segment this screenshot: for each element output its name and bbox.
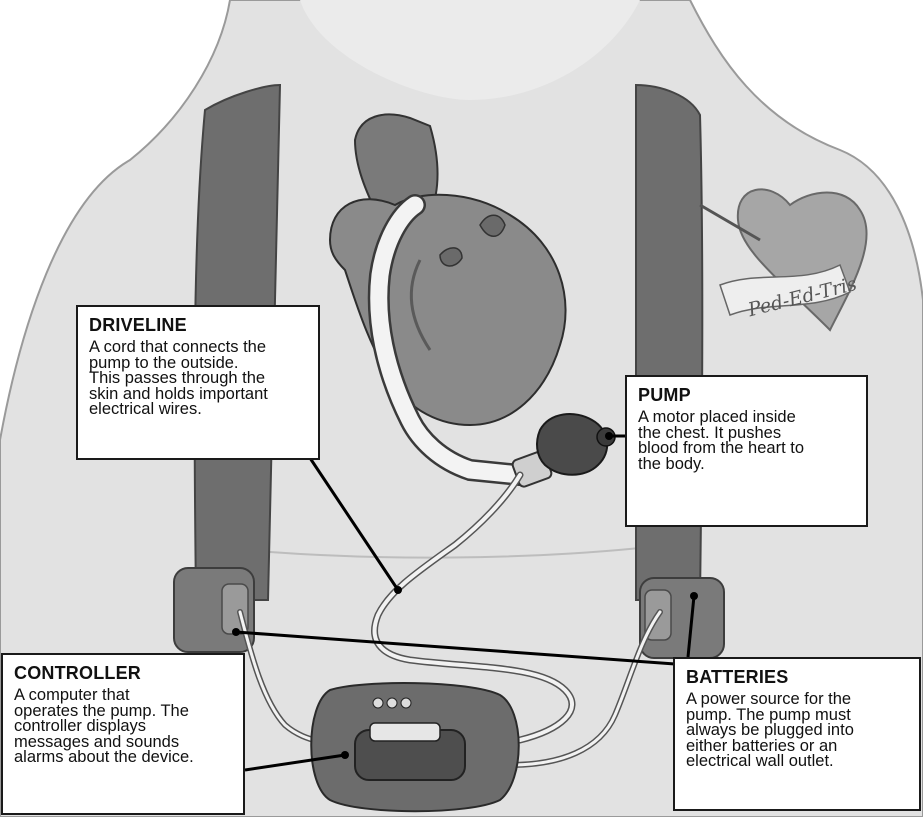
pump-callout: PUMP A motor placed inside the chest. It…: [625, 375, 868, 527]
batteries-line-4: either batteries or an: [686, 736, 838, 755]
driveline-line-5: electrical wires.: [89, 400, 202, 418]
controller-leader-dot: [341, 751, 349, 759]
batteries-leader-left-dot: [232, 628, 240, 636]
aorta: [353, 113, 439, 222]
driveline-title: DRIVELINE: [89, 315, 187, 335]
controller-line-5: alarms about the device.: [14, 748, 194, 766]
driveline-line-1: A cord that connects the: [89, 338, 267, 356]
driveline-line-3: This passes through the: [89, 369, 266, 387]
pump-line-4: the body.: [638, 454, 705, 473]
pump-description: A motor placed inside the chest. It push…: [638, 408, 856, 473]
controller-description: A computer that operates the pump. The c…: [14, 686, 233, 766]
controller-button-1: [372, 697, 384, 709]
driveline-callout: DRIVELINE A cord that connects the pump …: [76, 305, 320, 460]
batteries-line-1: A power source for the: [686, 690, 852, 708]
controller-screen: [369, 722, 441, 742]
controller-line-2: operates the pump. The: [14, 701, 189, 720]
controller-device: [310, 682, 520, 813]
neck-shading: [300, 0, 640, 100]
controller-button-3: [400, 697, 412, 709]
pump-leader-dot: [605, 432, 613, 440]
driveline-cable-fill: [372, 473, 574, 742]
pump-housing: [536, 413, 608, 476]
driveline-leader-dot: [394, 586, 402, 594]
controller-line-4: messages and sounds: [14, 732, 180, 751]
batteries-callout: BATTERIES A power source for the pump. T…: [673, 657, 921, 811]
batteries-line-5: electrical wall outlet.: [686, 752, 834, 770]
controller-title: CONTROLLER: [14, 663, 141, 683]
driveline-description: A cord that connects the pump to the out…: [89, 338, 308, 418]
outflow-graft-fill: [370, 196, 529, 484]
batteries-leader-right-dot: [690, 592, 698, 600]
driveline-line-2: pump to the outside.: [89, 353, 239, 372]
tattoo-arrow: [699, 203, 761, 242]
right-battery-cable-fill: [508, 610, 662, 767]
driveline-line-4: skin and holds important: [89, 384, 268, 403]
batteries-leader-left: [235, 630, 676, 666]
coronary-vessel: [409, 259, 432, 351]
controller-leader: [244, 753, 346, 772]
pump-line-3: blood from the heart to: [638, 439, 805, 457]
controller-line-1: A computer that: [14, 686, 130, 704]
controller-line-3: controller displays: [14, 717, 147, 735]
batteries-line-3: always be plugged into: [686, 721, 854, 739]
vessel-left: [439, 247, 463, 267]
batteries-description: A power source for the pump. The pump mu…: [686, 690, 909, 770]
tattoo: Ped-Ed-Tris: [699, 188, 868, 332]
driveline-leader: [308, 457, 400, 591]
pump-line-1: A motor placed inside: [638, 408, 796, 426]
pump-line-2: the chest. It pushes: [638, 423, 782, 442]
belly-line: [269, 547, 641, 559]
tattoo-ribbon: [719, 263, 851, 316]
batteries-title: BATTERIES: [686, 667, 789, 687]
controller-callout: CONTROLLER A computer that operates the …: [1, 653, 245, 815]
controller-button-2: [386, 697, 398, 709]
pump-title: PUMP: [638, 385, 691, 405]
vessel-right: [479, 214, 506, 237]
batteries-line-2: pump. The pump must: [686, 705, 851, 724]
batteries-leader-right: [686, 595, 696, 658]
